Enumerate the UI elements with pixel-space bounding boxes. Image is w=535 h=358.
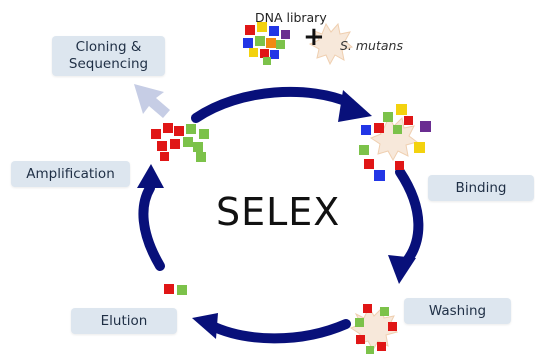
cycle-arrow-right [395, 167, 424, 267]
cycle-arrowhead-top [338, 90, 372, 122]
step-cloning-sequencing: Cloning & Sequencing [52, 36, 165, 76]
step-amplification-label: Amplification [26, 165, 115, 182]
s-mutans-cell-icon [308, 22, 354, 66]
step-binding-label: Binding [455, 179, 507, 196]
step-cloning-label: Cloning & Sequencing [68, 39, 149, 72]
washing-cluster [349, 304, 399, 354]
cycle-arrowhead-left [137, 164, 164, 188]
step-binding: Binding [428, 175, 534, 201]
amplification-cluster [151, 123, 209, 162]
step-amplification: Amplification [11, 161, 130, 187]
step-elution: Elution [71, 308, 177, 334]
elution-cluster [164, 284, 187, 295]
dna-library-label: DNA library [255, 10, 327, 25]
binding-cluster [359, 104, 431, 181]
dna-library-cluster [243, 22, 290, 65]
step-washing-label: Washing [428, 302, 487, 319]
cycle-arrow-top [191, 86, 355, 123]
cycle-arrow-left [138, 183, 165, 271]
plus-sign: + [303, 22, 325, 52]
cycle-arrowhead-right [388, 255, 416, 284]
step-washing: Washing [404, 298, 511, 324]
diagram-title: SELEX [216, 190, 341, 234]
side-arrow-to-cloning [134, 84, 170, 118]
cycle-arrow-bottom [205, 319, 351, 344]
s-mutans-label: S. mutans [340, 38, 403, 53]
step-elution-label: Elution [100, 312, 148, 329]
cycle-arrowhead-bottom [192, 313, 218, 339]
